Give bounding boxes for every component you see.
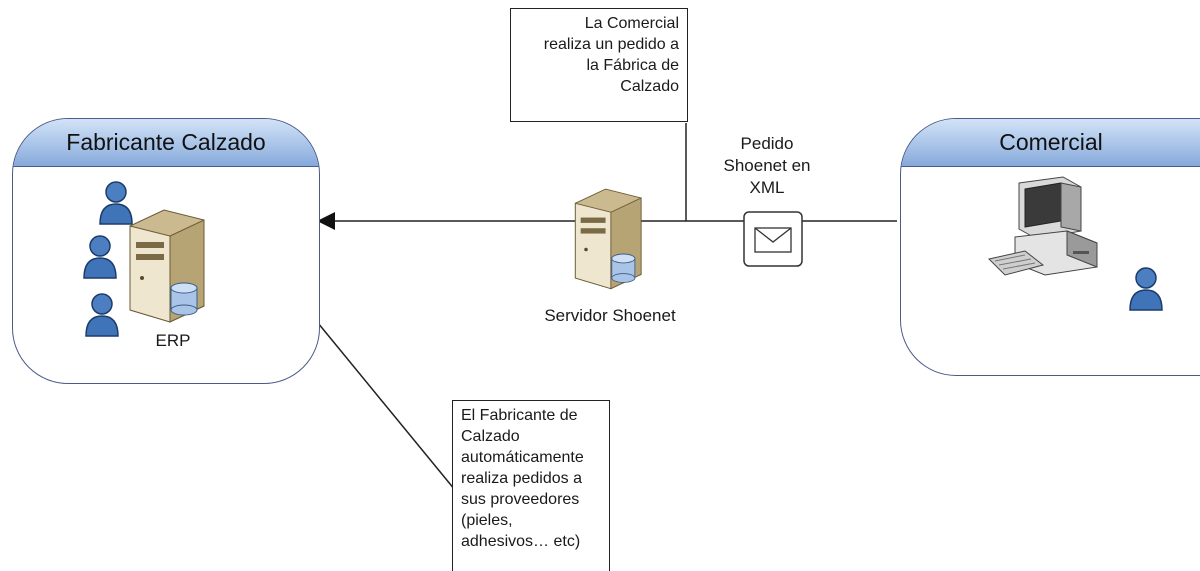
note-line: La Comercial <box>584 15 679 32</box>
note-line: sus proveedores <box>461 491 580 508</box>
envelope-icon <box>743 211 803 267</box>
note-line: El Fabricante de <box>461 407 578 424</box>
server-label: Servidor Shoenet <box>544 306 676 325</box>
erp-server-icon <box>129 209 205 323</box>
note-line: Calzado <box>620 78 679 95</box>
manufacturer-title: Fabricante Calzado <box>13 119 319 167</box>
shoenet-server-icon <box>574 188 642 290</box>
user-icon <box>99 181 133 225</box>
user-icon <box>85 293 119 337</box>
user-icon <box>83 235 117 279</box>
bottom-note-connector <box>317 322 456 491</box>
computer-icon <box>988 176 1098 276</box>
note-line: la Fábrica de <box>586 57 680 74</box>
note-manufacturer-orders: El Fabricante de Calzado automáticamente… <box>452 400 610 571</box>
note-commercial-order: La Comercial realiza un pedido a la Fábr… <box>510 8 688 122</box>
note-line: adhesivos… etc) <box>461 533 581 550</box>
note-line: realiza un pedido a <box>543 36 679 53</box>
note-line: Calzado <box>461 428 520 445</box>
note-line: realiza pedidos a <box>461 470 582 487</box>
message-label-line2: Shoenet en <box>723 156 811 175</box>
message-label-line3: XML <box>749 178 785 197</box>
note-line: automáticamente <box>461 449 584 466</box>
message-label: Pedido Shoenet en XML <box>712 133 822 199</box>
message-label-line1: Pedido <box>740 134 794 153</box>
note-line: (pieles, <box>461 512 513 529</box>
commercial-container: Comercial <box>900 118 1200 376</box>
erp-label: ERP <box>155 331 191 350</box>
commercial-title: Comercial <box>901 119 1200 167</box>
user-icon <box>1129 267 1163 311</box>
